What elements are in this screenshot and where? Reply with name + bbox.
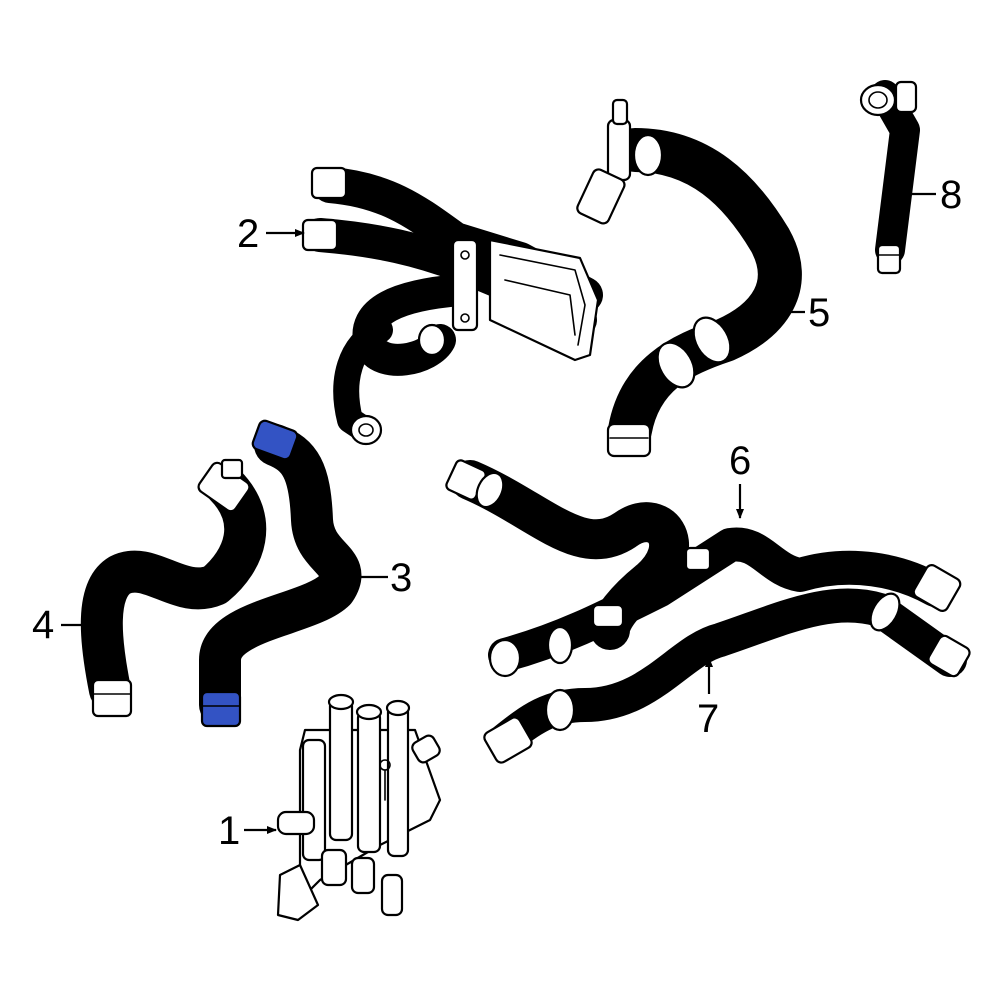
part-3-fill [201,426,359,724]
callout-3-label: 3 [390,556,412,600]
callout-1: 1 [218,809,277,853]
callout-6: 6 [729,439,751,519]
callout-5: 5 [767,291,830,335]
callout-2-label: 2 [237,212,259,256]
callout-8-label: 8 [940,173,962,217]
callout-7: 7 [697,657,719,741]
part-3-hose-highlighted[interactable] [199,419,362,728]
callout-5-label: 5 [808,291,830,335]
callout-7-label: 7 [697,697,719,741]
callout-4-label: 4 [32,603,54,647]
callout-1-label: 1 [218,809,240,853]
callout-6-label: 6 [729,439,751,483]
callout-8: 8 [901,173,962,217]
callout-3: 3 [349,556,412,600]
part-5-hose[interactable] [575,98,802,458]
part-2-hose-assembly[interactable] [301,166,603,446]
part-4-hose[interactable] [80,458,267,718]
part-8-hose[interactable] [859,80,920,275]
part-6-hose[interactable] [445,459,963,678]
callout-4: 4 [32,603,99,647]
part-1-coolant-block[interactable] [276,693,442,922]
callout-2: 2 [237,212,305,256]
part-7-hose[interactable] [482,588,972,765]
